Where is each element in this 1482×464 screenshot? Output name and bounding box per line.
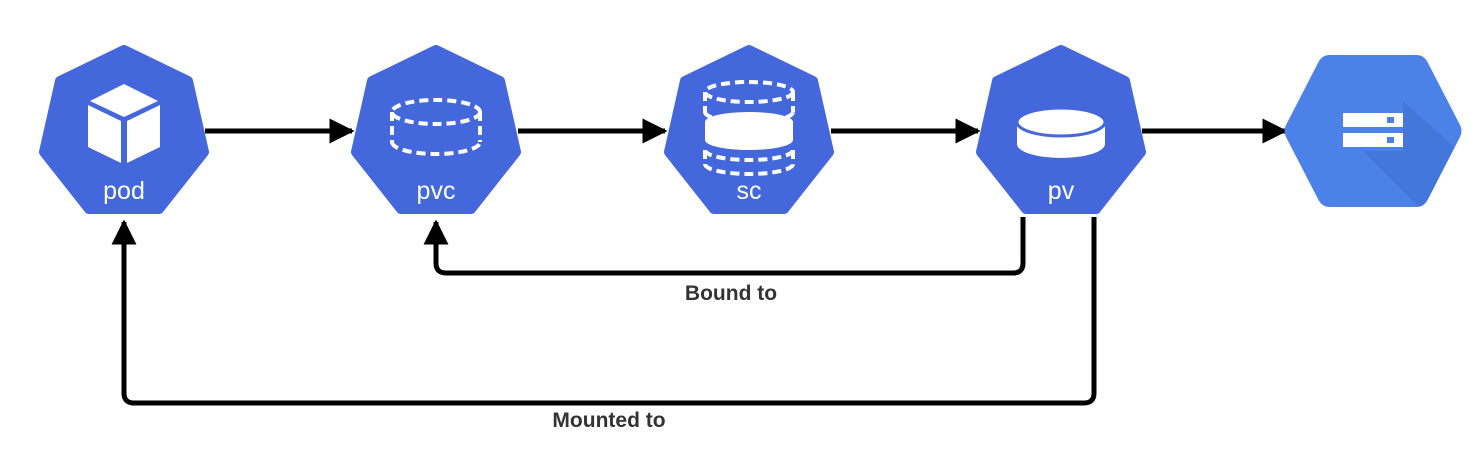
edge-label-bound-to: Bound to	[685, 282, 777, 305]
dashed-cylinder-icon	[390, 98, 482, 156]
node-pvc[interactable]: pvc	[351, 45, 521, 214]
node-label-pv: pv	[1048, 177, 1075, 205]
connector-bound-to	[423, 217, 1026, 276]
storage-server-icon	[1343, 113, 1403, 147]
node-pv[interactable]: pv	[976, 45, 1146, 214]
node-label-sc: sc	[737, 177, 762, 205]
node-label-pod: pod	[103, 177, 145, 205]
node-label-pvc: pvc	[417, 177, 456, 205]
node-pod[interactable]: pod	[39, 45, 209, 214]
connector-mounted-to	[111, 217, 1097, 406]
edge-label-mounted-to: Mounted to	[552, 409, 665, 432]
heptagon-shape	[351, 45, 521, 214]
node-sc[interactable]: sc	[664, 45, 834, 214]
stacked-cylinders-icon	[703, 80, 795, 176]
heptagon-shape	[39, 45, 209, 214]
long-shadow	[1363, 101, 1462, 207]
cube-icon	[88, 84, 160, 163]
cylinder-icon	[1015, 106, 1107, 158]
node-storage[interactable]	[1284, 55, 1482, 241]
